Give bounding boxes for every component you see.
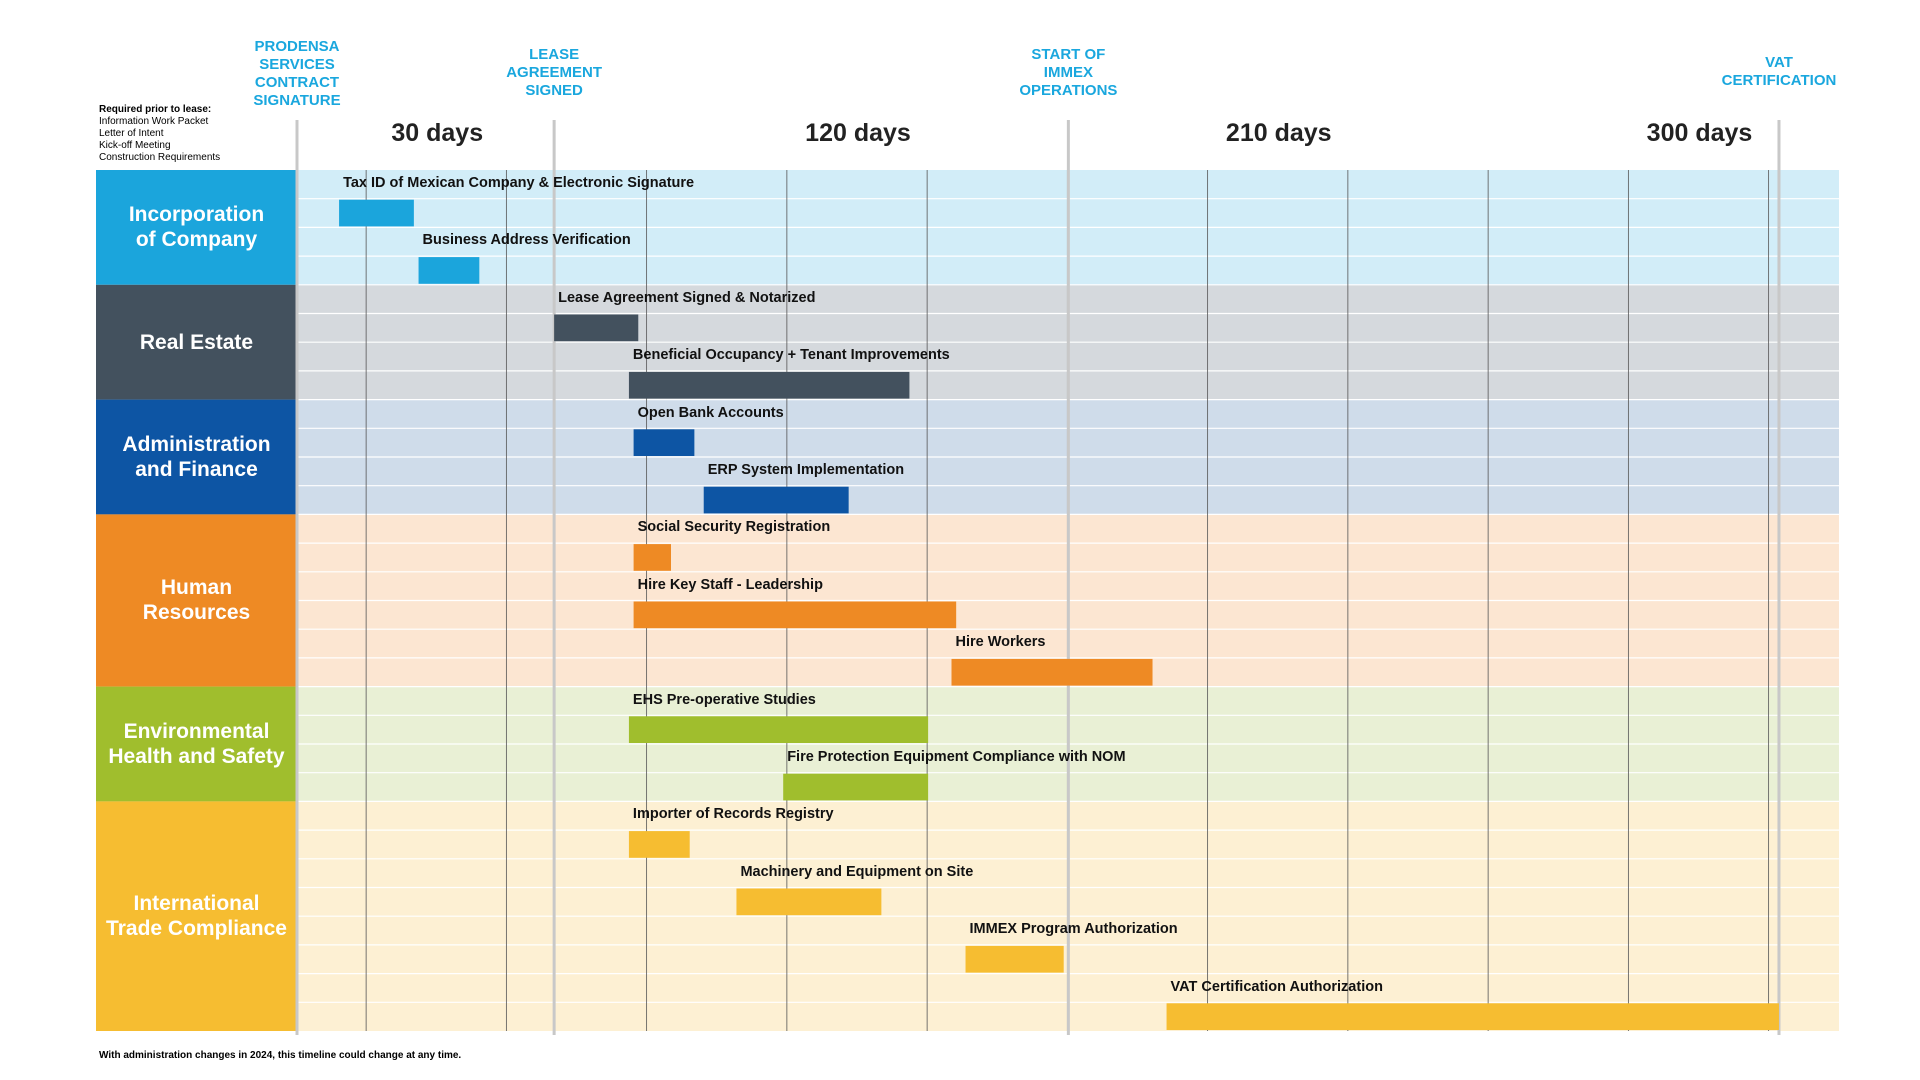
task-label: Business Address Verification bbox=[422, 232, 631, 249]
category-block bbox=[96, 284, 297, 400]
task-label: VAT Certification Authorization bbox=[1170, 978, 1383, 995]
day-label: 120 days bbox=[805, 119, 911, 147]
prerequisite-item: Kick-off Meeting bbox=[99, 140, 171, 151]
task-bar bbox=[633, 429, 695, 456]
task-bar bbox=[628, 831, 690, 858]
category-block bbox=[96, 170, 297, 285]
day-label: 210 days bbox=[1225, 119, 1332, 147]
task-label: ERP System Implementation bbox=[707, 462, 905, 478]
milestone-label: START OF IMMEX OPERATIONS bbox=[1019, 46, 1118, 99]
task-bar bbox=[951, 658, 1153, 686]
day-label: 300 days bbox=[1646, 119, 1753, 147]
category-label: International Trade Compliance bbox=[106, 892, 287, 941]
task-label: Fire Protection Equipment Compliance wit… bbox=[787, 749, 1126, 765]
prerequisites-note: Required prior to lease: Information Wor… bbox=[99, 104, 220, 164]
task-label: Hire Workers bbox=[955, 634, 1046, 651]
task-bar bbox=[736, 888, 882, 916]
task-label: Social Security Registration bbox=[637, 519, 831, 536]
task-bar bbox=[554, 314, 639, 342]
task-label: Lease Agreement Signed & Notarized bbox=[558, 289, 816, 306]
prerequisites-title: Required prior to lease: bbox=[99, 104, 212, 115]
category-label: Administration and Finance bbox=[122, 432, 271, 481]
category-block bbox=[96, 801, 297, 1031]
task-bar bbox=[633, 601, 957, 629]
category-block bbox=[96, 686, 297, 802]
task-label: Tax ID of Mexican Company & Electronic S… bbox=[343, 175, 695, 191]
task-bar bbox=[339, 199, 414, 227]
category-label: Environmental Health and Safety bbox=[108, 719, 285, 768]
task-bar bbox=[418, 257, 480, 284]
task-label: EHS Pre-operative Studies bbox=[632, 691, 816, 708]
category-label: Real Estate bbox=[139, 330, 254, 354]
task-label: Hire Key Staff - Leadership bbox=[637, 576, 823, 593]
task-bar bbox=[628, 716, 929, 743]
task-bar bbox=[628, 371, 910, 399]
task-label: Machinery and Equipment on Site bbox=[740, 863, 974, 880]
task-bar bbox=[703, 486, 849, 514]
footnote: With administration changes in 2024, thi… bbox=[99, 1050, 462, 1061]
task-label: Importer of Records Registry bbox=[632, 806, 834, 823]
prerequisite-item: Letter of Intent bbox=[99, 128, 164, 139]
task-bar bbox=[633, 544, 671, 571]
prerequisite-item: Information Work Packet bbox=[99, 116, 209, 127]
category-label: Human Resources bbox=[142, 576, 251, 625]
task-bar bbox=[783, 773, 929, 801]
prerequisite-item: Construction Requirements bbox=[99, 152, 221, 163]
task-bar bbox=[965, 945, 1064, 973]
task-bar bbox=[1166, 1003, 1779, 1030]
task-label: Open Bank Accounts bbox=[637, 404, 784, 421]
task-label: IMMEX Program Authorization bbox=[969, 921, 1178, 938]
day-label: 30 days bbox=[391, 119, 484, 147]
category-block bbox=[96, 399, 297, 515]
category-block bbox=[96, 514, 297, 687]
task-label: Beneficial Occupancy + Tenant Improvemen… bbox=[632, 347, 950, 364]
milestone-label: PRODENSA SERVICES CONTRACT SIGNATURE bbox=[253, 38, 341, 109]
category-label: Incorporation of Company bbox=[128, 203, 265, 252]
milestone-label: LEASE AGREEMENT SIGNED bbox=[506, 46, 603, 99]
milestone-label: VAT CERTIFICATION bbox=[1721, 54, 1837, 89]
